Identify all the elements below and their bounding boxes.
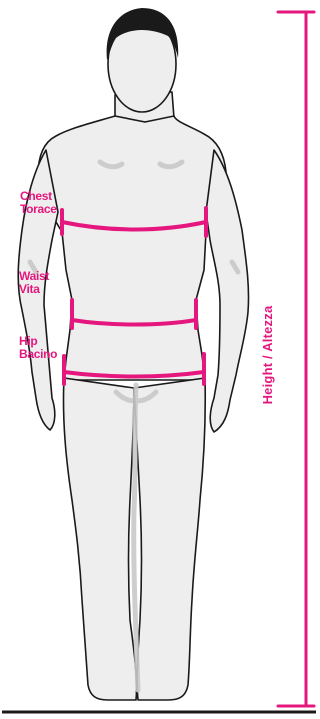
right-leg: [134, 378, 205, 700]
left-leg: [63, 378, 136, 700]
hip-label-it: Bacino: [19, 348, 57, 361]
hip-label: Hip Bacino: [19, 335, 57, 361]
height-label: Height / Altezza: [261, 285, 275, 425]
chest-label-it: Torace: [20, 203, 57, 216]
right-arm: [206, 150, 249, 432]
torso: [38, 116, 227, 380]
waist-label-it: Vita: [19, 283, 49, 296]
height-ruler: [278, 12, 314, 706]
chest-label: Chest Torace: [20, 190, 57, 216]
waist-label: Waist Vita: [19, 270, 49, 296]
